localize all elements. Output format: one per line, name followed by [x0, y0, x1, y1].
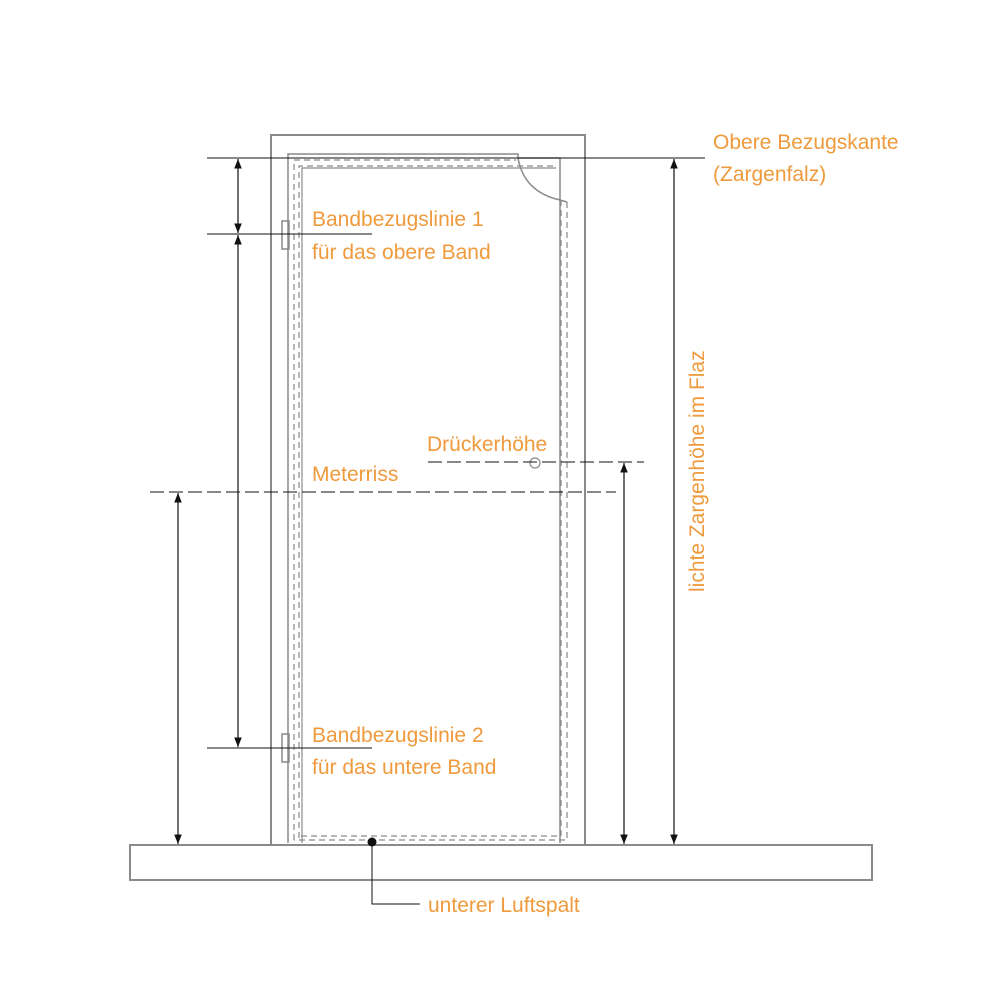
door-leaf-outline — [287, 153, 561, 843]
hinge-top — [281, 220, 290, 250]
bottom-gap-leader — [371, 842, 420, 905]
top-reference-label-line-1: Obere Bezugskante — [713, 131, 899, 154]
floor-slab — [129, 844, 873, 881]
meter-line-label: Meterriss — [312, 463, 398, 486]
rebate-dashed-right-outer — [294, 202, 568, 841]
hinge-line-1-label-line-2: für das obere Band — [312, 241, 491, 264]
door-handle — [529, 457, 541, 469]
door-swing-corner — [517, 157, 568, 203]
door-leaf-inner — [301, 167, 556, 843]
bottom-gap-label: unterer Luftspalt — [428, 894, 580, 917]
rebate-dashed-right-inner — [299, 200, 562, 837]
hinge-line-1-label-line-1: Bandbezugslinie 1 — [312, 208, 484, 231]
rebate-dashed-left — [293, 159, 516, 840]
top-reference-label-line-2: (Zargenfalz) — [713, 163, 826, 186]
handle-height-label: Drückerhöhe — [427, 433, 547, 456]
frame-height-label: lichte Zargenhöhe im Flaz — [686, 350, 709, 592]
hinge-line-2-label-line-2: für das untere Band — [312, 756, 496, 779]
rebate-dashed-inner — [298, 165, 556, 838]
door-frame-outer — [270, 134, 586, 845]
hinge-line-2-label-line-1: Bandbezugslinie 2 — [312, 724, 484, 747]
